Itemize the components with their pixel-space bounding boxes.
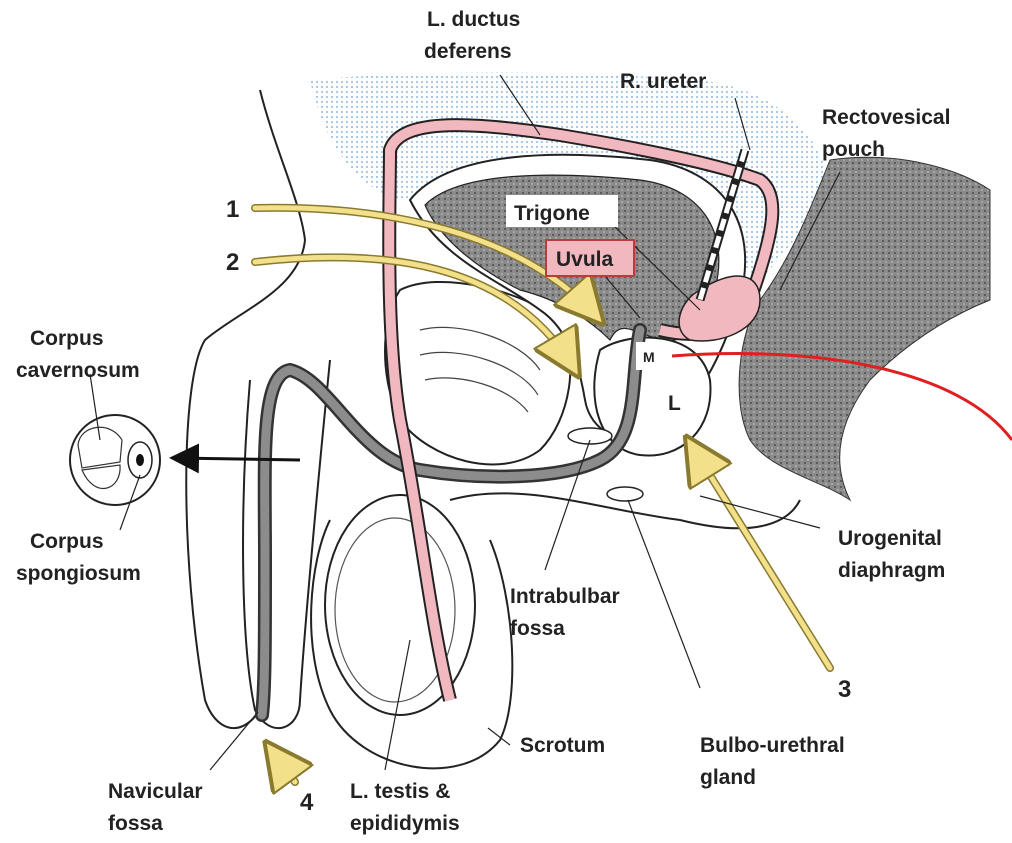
label-scrotum: Scrotum <box>520 734 605 757</box>
label-trigone: Trigone <box>514 202 590 225</box>
arrow-number-1: 1 <box>226 196 239 223</box>
label-urogenital-line2: diaphragm <box>838 559 945 582</box>
label-spongiosum-line2: spongiosum <box>16 562 141 585</box>
arrow-number-2: 2 <box>226 249 239 276</box>
urethra-dot <box>136 454 144 466</box>
arrow-number-3: 3 <box>838 676 851 703</box>
arrow-4-fill <box>270 748 295 782</box>
leader-urogenital <box>700 496 820 528</box>
label-ductus-line2: deferens <box>424 40 512 63</box>
cross-section-arrow <box>175 458 300 460</box>
corpus-cavernosum-shape <box>78 427 122 468</box>
arrow-number-4: 4 <box>300 789 314 816</box>
label-ductus-line1: L. ductus <box>427 8 520 31</box>
l-marker: L <box>668 392 681 415</box>
label-intrabulbar-line1: Intrabulbar <box>510 585 620 608</box>
label-testis-line2: epididymis <box>350 812 460 835</box>
bulbo-urethral-gland-shape <box>607 487 643 501</box>
label-urogenital-line1: Urogenital <box>838 527 942 550</box>
label-intrabulbar-line2: fossa <box>510 617 565 640</box>
label-ureter: R. ureter <box>620 70 706 93</box>
label-cavernosum-line2: cavernosum <box>16 359 140 382</box>
label-cavernosum-line1: Corpus <box>30 327 104 350</box>
m-marker: M <box>643 349 655 365</box>
label-navicular-line2: fossa <box>108 812 163 835</box>
label-pouch-line2: pouch <box>822 138 885 161</box>
label-bulbo-line2: gland <box>700 766 756 789</box>
label-uvula: Uvula <box>556 248 614 271</box>
leader-intrabulbar <box>545 440 590 570</box>
label-bulbo-line1: Bulbo-urethral <box>700 734 845 757</box>
leader-bulbo <box>628 500 700 688</box>
label-spongiosum-line1: Corpus <box>30 530 104 553</box>
label-pouch-line1: Rectovesical <box>822 106 950 129</box>
label-navicular-line1: Navicular <box>108 780 203 803</box>
label-testis-line1: L. testis & <box>350 780 450 803</box>
